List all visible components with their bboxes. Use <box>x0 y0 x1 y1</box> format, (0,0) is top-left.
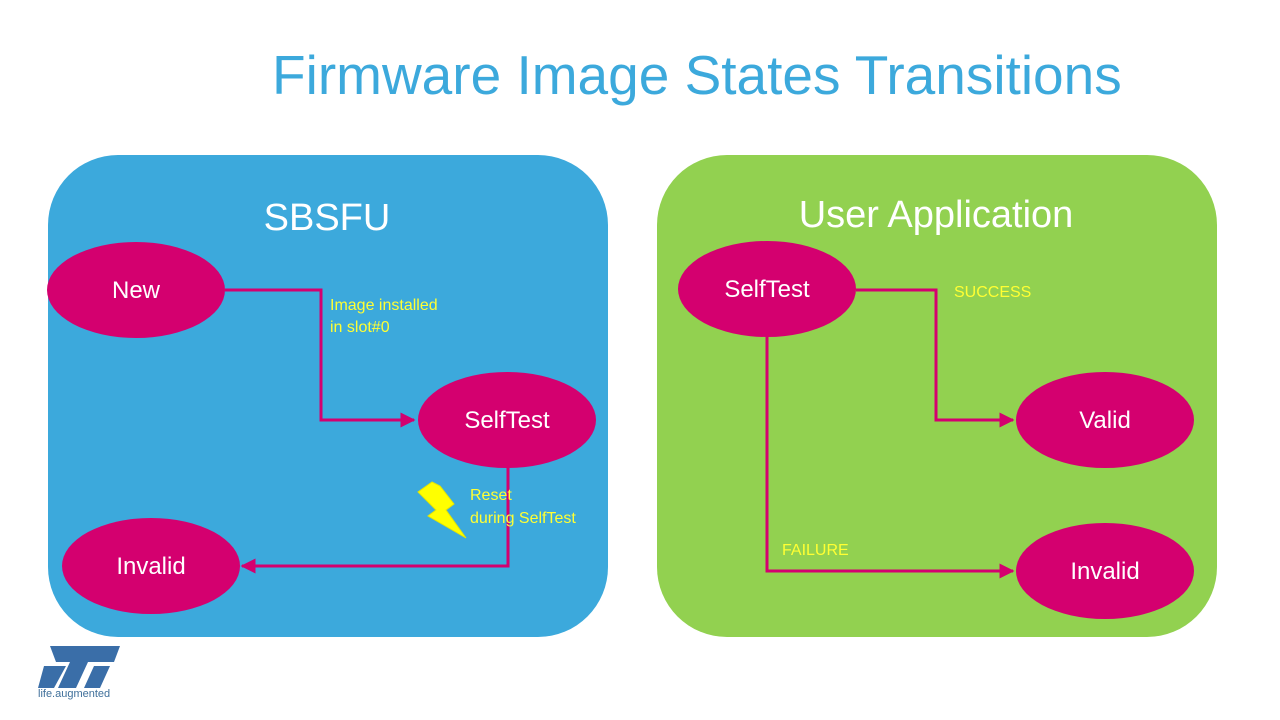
label-failure: FAILURE <box>782 542 849 559</box>
user-app-panel-title: User Application <box>799 194 1074 236</box>
app-state-valid-label: Valid <box>1079 407 1131 434</box>
label-reset: Reset <box>470 487 512 504</box>
state-invalid <box>62 518 240 614</box>
label-in-slot0: in slot#0 <box>330 319 390 336</box>
app-state-selftest <box>678 241 856 337</box>
transition-selftest-to-invalid <box>240 468 510 574</box>
lightning-bolt-icon <box>417 481 467 539</box>
page-title: Firmware Image States Transitions <box>272 44 1122 106</box>
label-during-selftest: during SelfTest <box>470 510 576 527</box>
state-selftest-label: SelfTest <box>464 407 550 434</box>
transition-new-to-selftest <box>225 288 416 428</box>
state-selftest <box>418 372 596 468</box>
label-image-installed: Image installed <box>330 297 438 314</box>
app-state-valid <box>1016 372 1194 468</box>
transition-failure <box>765 337 1015 579</box>
app-state-invalid <box>1016 523 1194 619</box>
label-success: SUCCESS <box>954 284 1031 301</box>
transition-success <box>856 288 1015 428</box>
state-new-label: New <box>112 277 161 304</box>
state-invalid-label: Invalid <box>116 553 185 580</box>
state-new <box>47 242 225 338</box>
logo-tagline: life.augmented <box>38 688 111 700</box>
sbsfu-panel-title: SBSFU <box>264 197 391 239</box>
st-logo-icon <box>38 646 120 688</box>
app-state-selftest-label: SelfTest <box>724 276 810 303</box>
app-state-invalid-label: Invalid <box>1070 558 1139 585</box>
